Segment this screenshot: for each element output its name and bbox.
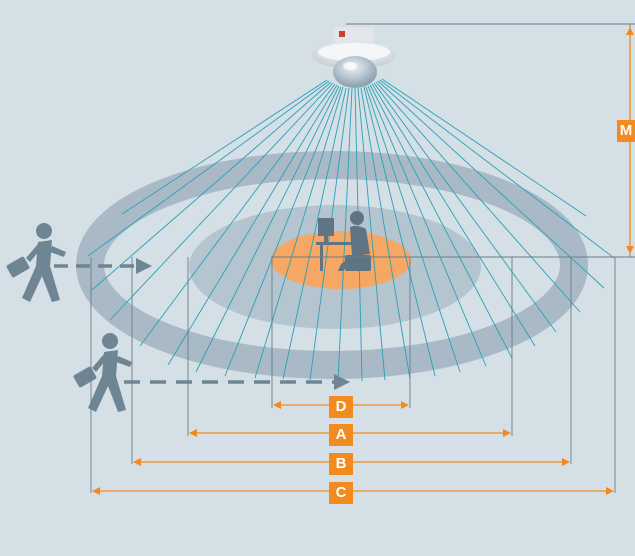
walking-person-icon — [73, 333, 132, 412]
motion-arrow — [54, 258, 152, 274]
dimension-label-b: B — [329, 453, 353, 475]
dimension-label-c: C — [329, 482, 353, 504]
sensor-beams — [87, 78, 615, 382]
motion-arrow — [124, 374, 350, 390]
dimension-label-d: D — [329, 396, 353, 418]
dimension-label-m: M — [617, 120, 635, 142]
seated-person-at-desk-icon — [316, 211, 371, 271]
ceiling-sensor-icon — [312, 27, 396, 88]
dimension-label-a: A — [329, 424, 353, 446]
walking-person-icon — [6, 223, 66, 302]
